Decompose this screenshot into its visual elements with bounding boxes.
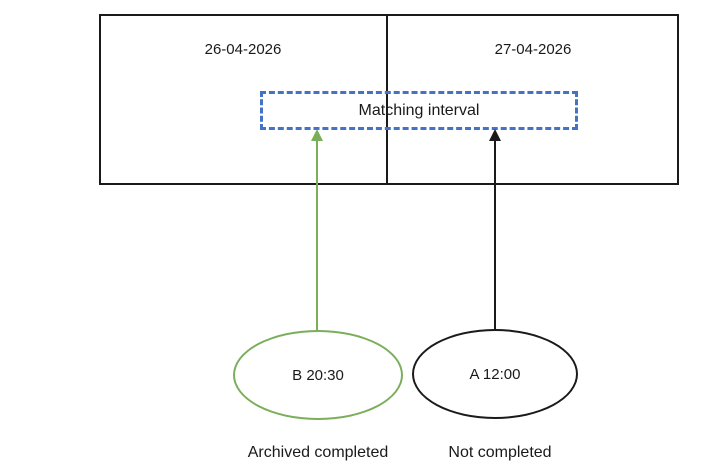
event-ellipse-not-completed: A 12:00 — [412, 329, 578, 419]
event-label-b: B 20:30 — [292, 366, 344, 384]
arrow-archived-head — [311, 129, 323, 141]
caption-archived-completed: Archived completed — [247, 444, 389, 461]
arrow-archived-line — [316, 141, 318, 332]
event-ellipse-archived: B 20:30 — [233, 330, 403, 420]
event-label-a: A 12:00 — [469, 365, 521, 383]
day-label-27: 27-04-2026 — [494, 41, 572, 58]
timeline-box — [99, 14, 679, 185]
day-label-26: 26-04-2026 — [204, 41, 282, 58]
matching-interval-box: Matching interval — [260, 91, 578, 130]
arrow-not-completed-line — [494, 141, 496, 330]
day-divider — [386, 14, 388, 185]
matching-interval-label: Matching interval — [358, 101, 480, 119]
arrow-not-completed-head — [489, 129, 501, 141]
caption-not-completed: Not completed — [448, 444, 552, 461]
